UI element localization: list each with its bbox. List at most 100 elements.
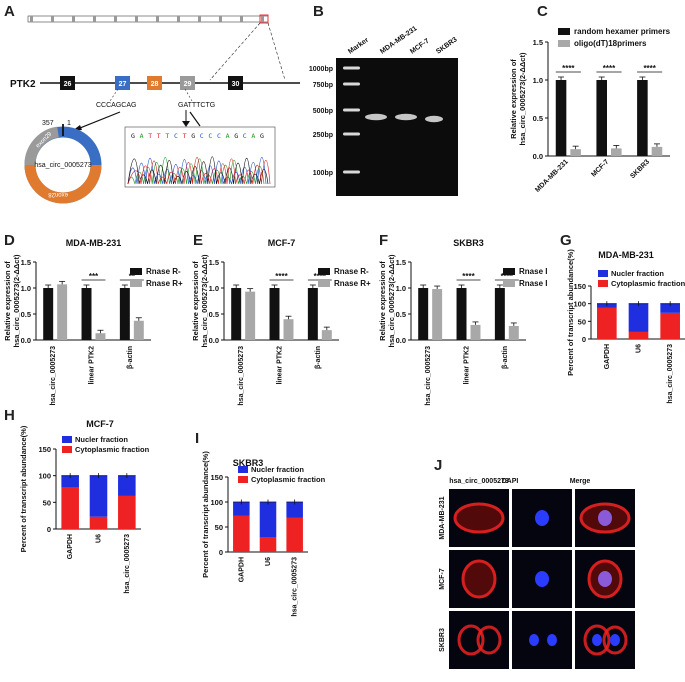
chart-title: MCF-7 (86, 419, 114, 429)
ideogram-band (114, 16, 117, 22)
cell-nucleus (592, 634, 602, 646)
cell-cytoplasm (461, 559, 497, 599)
sanger-base: T (157, 132, 161, 140)
ladder-label: 750bp (313, 82, 333, 89)
y-tick-label: 1.5 (21, 258, 31, 267)
bar (245, 291, 256, 340)
panel-letter-a: A (4, 3, 15, 20)
chart-title: MDA-MB-231 (66, 238, 122, 248)
ideogram-band (135, 16, 138, 22)
x-tick-label: SKBR3 (629, 158, 651, 180)
exon-label: 29 (184, 81, 192, 88)
legend-swatch (598, 270, 608, 277)
sanger-base: G (260, 132, 264, 140)
bar (611, 148, 622, 156)
sample-band (425, 115, 443, 123)
legend-swatch (503, 280, 515, 287)
ideogram-band (198, 16, 201, 22)
ideogram-band (177, 16, 180, 22)
y-tick-label: 1.0 (209, 284, 219, 293)
legend-swatch (558, 40, 570, 47)
bar (307, 288, 318, 340)
stacked-bar-segment (233, 515, 250, 552)
y-axis-label: Relative expression ofhsa_circ_0005273(2… (191, 254, 209, 347)
y-tick-label: 0.5 (396, 310, 406, 319)
stacked-bar-segment (61, 475, 79, 488)
exon-bottom-label: exon28 (48, 191, 68, 197)
micro-column-label: DAPI (502, 478, 519, 485)
bar (456, 288, 467, 340)
legend-label: oligo(dT)18primers (574, 39, 647, 48)
legend-swatch (318, 280, 330, 287)
seq-left: CCCAGCAG (96, 102, 136, 109)
y-tick-label: 100 (573, 300, 586, 309)
stacked-bar-segment (628, 303, 649, 332)
cell-cytoplasm (583, 624, 611, 656)
sanger-trace (127, 156, 269, 185)
y-tick-label: 50 (215, 523, 223, 532)
x-tick-label: β-actin (502, 346, 509, 369)
sig-label: *** (89, 272, 99, 281)
y-axis-label: Percent of transcript abundance(%) (19, 425, 28, 552)
bar (418, 288, 429, 340)
x-tick-label: linear PTK2 (277, 346, 284, 385)
sample-band (365, 113, 387, 121)
x-tick-label: MCF-7 (590, 158, 610, 178)
y-tick-label: 0.5 (209, 310, 219, 319)
sample-band (395, 113, 417, 121)
micro-row-label: MDA-MB-231 (439, 496, 446, 539)
legend-label: Nucler fraction (75, 435, 128, 444)
cell-nucleus (535, 510, 549, 526)
legend-label: Rnase R- (146, 267, 181, 276)
x-tick-label: β-actin (315, 346, 322, 369)
ideogram-band (219, 16, 222, 22)
legend-label: Rnase R+ (146, 279, 183, 288)
legend-label: Cytoplasmic fraction (75, 445, 150, 454)
ladder-band (343, 108, 360, 112)
legend-label: Rnase I (519, 279, 547, 288)
ideogram-band (30, 16, 33, 22)
micro-column-label: Merge (570, 478, 591, 485)
ladder-label: 500bp (313, 108, 333, 115)
y-tick-label: 1.5 (533, 38, 543, 47)
y-tick-label: 50 (43, 498, 51, 507)
bar (508, 325, 519, 340)
bar (95, 333, 106, 340)
sanger-base: C (174, 132, 178, 140)
sig-label: **** (275, 272, 288, 281)
micro-row-label: MCF-7 (439, 568, 446, 589)
legend-label: Rnase R+ (334, 279, 371, 288)
y-axis-label: Percent of transcript abundance(%) (201, 451, 210, 578)
x-tick-label: β-actin (127, 346, 134, 369)
x-tick-label: U6 (265, 557, 272, 566)
y-tick-label: 50 (578, 317, 586, 326)
x-tick-label: GAPDH (604, 344, 611, 369)
panel-letter-b: B (313, 3, 324, 20)
x-tick-label: GAPDH (67, 534, 74, 559)
stacked-bar-segment (118, 475, 136, 496)
y-tick-label: 0.0 (21, 336, 31, 345)
bar (119, 288, 130, 340)
gel-lane-label: SKBR3 (435, 36, 459, 55)
sig-label: ** (129, 272, 136, 281)
cell-cytoplasm (476, 625, 502, 655)
y-tick-label: 0 (219, 548, 223, 557)
bar (470, 324, 481, 340)
circ-rna-diagram: 357 1 hsa_circ_0005273 exon29 exon28 (24, 120, 102, 204)
x-tick-label: hsa_circ_0005273 (50, 346, 57, 406)
sanger-base: C (208, 132, 212, 140)
gel-lane-label: Marker (347, 37, 370, 56)
cell-nucleus (598, 571, 612, 587)
y-tick-label: 0.0 (396, 336, 406, 345)
y-tick-label: 1.0 (21, 284, 31, 293)
bar (555, 80, 567, 156)
gel-image (336, 58, 458, 196)
legend-label: Cytoplasmic fraction (611, 279, 685, 288)
